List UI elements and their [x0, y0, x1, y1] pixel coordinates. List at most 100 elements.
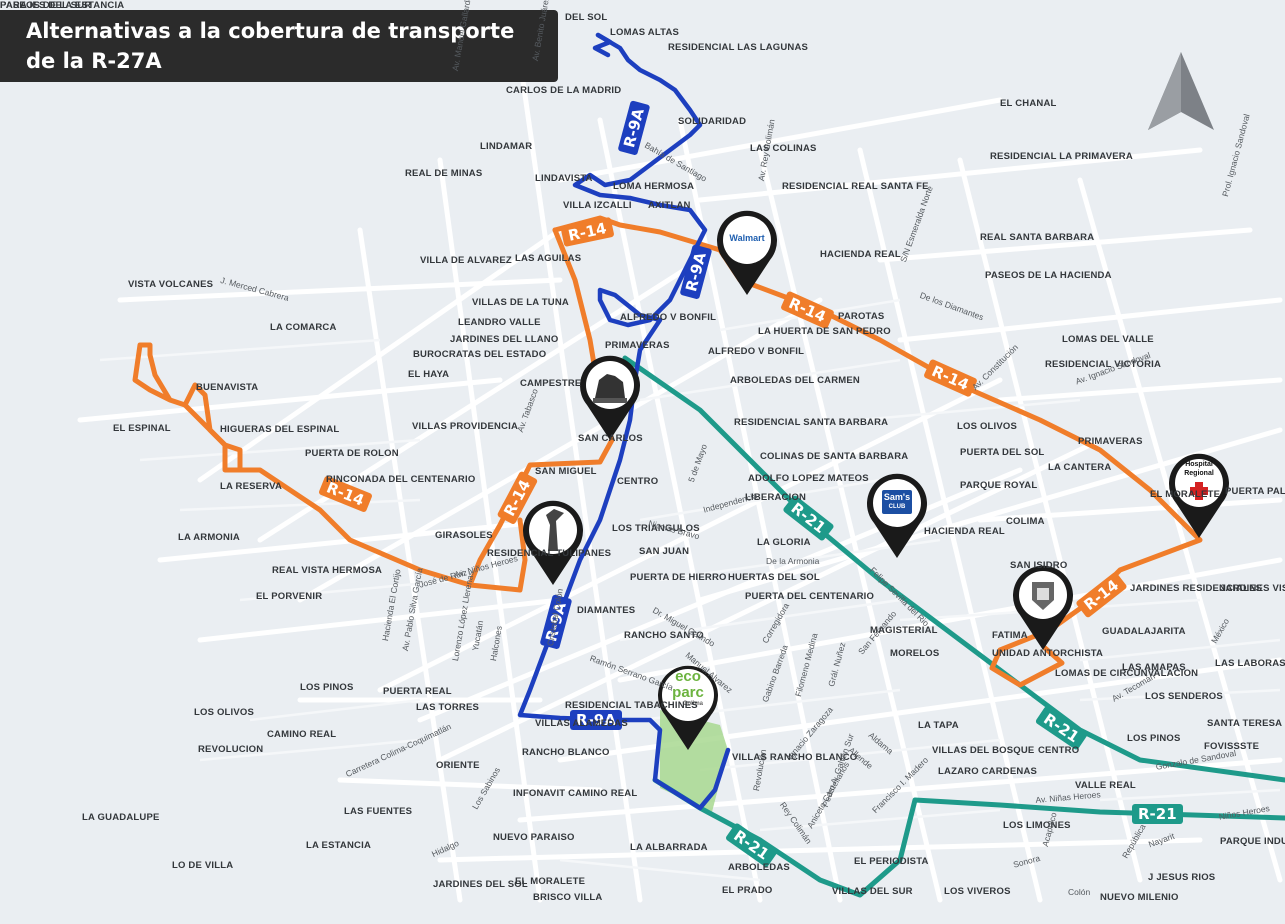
neighborhood-label: JARDINES DEL SOL	[433, 879, 528, 890]
neighborhood-label: PRIMAVERAS	[605, 340, 670, 351]
ecoparc-pin[interactable]: eco parc Colima	[653, 660, 723, 752]
neighborhood-label: RINCONADA DEL CENTENARIO	[326, 474, 476, 485]
neighborhood-label: LA ARMONIA	[178, 532, 240, 543]
map-title-box: Alternativas a la cobertura de transport…	[0, 10, 558, 82]
neighborhood-label: UNIDAD ANTORCHISTA	[992, 648, 1104, 659]
government-pin[interactable]	[1008, 560, 1078, 652]
neighborhood-label: CAMPESTRE	[520, 378, 582, 389]
neighborhood-label: LIBERACION	[745, 492, 807, 503]
hospital-icon	[1169, 453, 1229, 538]
neighborhood-label: LAS LABORAS	[1215, 658, 1285, 669]
neighborhood-label: PRIMAVERAS	[1078, 436, 1143, 447]
neighborhood-label: RANCHO BLANCO	[522, 747, 610, 758]
neighborhood-label: EL PERIODISTA	[854, 856, 929, 867]
neighborhood-label: REAL VISTA HERMOSA	[272, 565, 383, 576]
neighborhood-label: JARDINES VISTA HERMOSA	[1220, 583, 1285, 594]
route-label-r21[interactable]: R-21	[1132, 804, 1183, 824]
neighborhood-label: EL HAYA	[408, 369, 450, 380]
neighborhood-label: VILLAS PROVIDENCIA	[412, 421, 518, 432]
sams-club-pin[interactable]: Sam's CLUB	[862, 468, 932, 560]
neighborhood-label: SAN MIGUEL	[535, 466, 597, 477]
neighborhood-label: NUEVO MILENIO	[1100, 892, 1179, 903]
neighborhood-label: ARBOLEDAS	[728, 862, 790, 873]
monument-icon	[580, 355, 640, 440]
monument-pin[interactable]	[575, 350, 645, 442]
neighborhood-label: LA COMARCA	[270, 322, 337, 333]
walmart-pin[interactable]: Walmart	[712, 205, 782, 297]
route-r14-line	[132, 215, 1203, 688]
hospital-label-1: Hospital	[1185, 461, 1213, 468]
neighborhood-label: CAMINO REAL	[267, 729, 337, 740]
coat-of-arms-icon	[1013, 565, 1073, 650]
neighborhood-label: VILLAS RANCHO BLANCO	[732, 752, 858, 763]
neighborhood-label: LOS SENDEROS	[1145, 691, 1223, 702]
neighborhood-label: EL ESPINAL	[113, 423, 171, 434]
neighborhood-label: NUEVO PARAISO	[493, 832, 575, 843]
neighborhood-label: LEANDRO VALLE	[458, 317, 541, 328]
neighborhood-label: ORIENTE	[436, 760, 480, 771]
neighborhood-label: PASEOS DE LA HACIENDA	[985, 270, 1112, 281]
neighborhood-label: HACIENDA REAL	[820, 249, 901, 260]
neighborhood-label: LAS COLINAS	[750, 143, 817, 154]
neighborhood-label: FATIMA	[992, 630, 1028, 641]
neighborhood-label: MAGISTERIAL	[870, 625, 938, 636]
neighborhood-label: CARLOS DE LA MADRID	[506, 85, 622, 96]
hospital-pin[interactable]: Hospital Regional	[1164, 448, 1234, 540]
neighborhood-label: LA ALBARRADA	[630, 842, 708, 853]
walmart-logo-text: Walmart	[729, 233, 765, 243]
neighborhood-label: RESIDENCIAL SANTA BARBARA	[734, 417, 889, 428]
neighborhood-label: EL MORALETE	[515, 876, 586, 887]
neighborhood-label: HIGUERAS DEL ESPINAL	[220, 424, 340, 435]
neighborhood-label: RESIDENCIAL VICTORIA	[1045, 359, 1162, 370]
neighborhood-label: DIAMANTES	[577, 605, 636, 616]
neighborhood-label: PUERTA DE ROLON	[305, 448, 399, 459]
neighborhood-label: PUERTA DE HIERRO	[630, 572, 727, 583]
route-label-r9a[interactable]: R-9A	[570, 710, 622, 730]
street-label: De la Armonia	[766, 556, 820, 566]
neighborhood-label: EL PORVENIR	[256, 591, 323, 602]
neighborhood-label: JARDINES DEL LLANO	[450, 334, 559, 345]
neighborhood-label: PARQUE ROYAL	[960, 480, 1038, 491]
neighborhood-label: REAL SANTA BARBARA	[980, 232, 1095, 243]
neighborhood-label: PARAJES DEL SUR	[0, 0, 92, 11]
neighborhood-label: EL PRADO	[722, 885, 773, 896]
sams-logo-text: Sam's	[883, 492, 911, 502]
neighborhood-label: LA GUADALUPE	[82, 812, 160, 823]
neighborhood-label: LAS AMAPAS	[1122, 662, 1186, 673]
neighborhood-label: INFONAVIT CAMINO REAL	[513, 788, 638, 799]
neighborhood-label: MORELOS	[890, 648, 940, 659]
neighborhood-label: SAN CARLOS	[578, 433, 643, 444]
neighborhood-label: JARDINES RESIDENCIALES	[1130, 583, 1263, 594]
neighborhood-label: AXITLAN	[648, 200, 691, 211]
neighborhood-label: ALFREDO V BONFIL	[620, 312, 717, 323]
neighborhood-label: FOVISSSTE	[1204, 741, 1260, 752]
neighborhood-label: VISTA VOLCANES	[128, 279, 214, 290]
neighborhood-label: PUERTA DEL SOL	[960, 447, 1045, 458]
neighborhood-label: GUADALAJARITA	[1102, 626, 1186, 637]
map-pin-icon	[867, 473, 927, 558]
neighborhood-label: J JESUS RIOS	[1148, 872, 1216, 883]
neighborhood-label: LOMAS DE CIRCUNVALACION	[1055, 668, 1199, 679]
neighborhood-label: LAS TORRES	[416, 702, 480, 713]
neighborhood-label: BUROCRATAS DEL ESTADO	[413, 349, 547, 360]
statue-pin[interactable]	[518, 495, 588, 587]
neighborhood-label: RANCHO SANTO	[624, 630, 704, 641]
neighborhood-label: EL MORALETE	[1150, 489, 1221, 500]
neighborhood-label: ALFREDO V BONFIL	[708, 346, 805, 357]
north-arrow-icon	[1148, 52, 1214, 130]
neighborhood-label: ADOLFO LOPEZ MATEOS	[748, 473, 869, 484]
neighborhood-label: LOS LIMONES	[1003, 820, 1071, 831]
neighborhood-label: LINDAVISTA	[535, 173, 593, 184]
neighborhood-label: LOS OLIVOS	[194, 707, 255, 718]
sams-logo-sub: CLUB	[888, 504, 906, 510]
park-area	[660, 710, 728, 812]
neighborhood-label: LOS OLIVOS	[957, 421, 1018, 432]
neighborhood-label: SOLIDARIDAD	[678, 116, 747, 127]
ecoparc-logo-sub: Colima	[682, 701, 703, 707]
neighborhood-label: RESIDENCIAL LAS LAGUNAS	[668, 42, 809, 53]
neighborhood-label: REVOLUCION	[198, 744, 264, 755]
neighborhood-label: COLINAS DE SANTA BARBARA	[760, 451, 909, 462]
neighborhood-label: LOMAS ALTAS	[610, 27, 680, 38]
